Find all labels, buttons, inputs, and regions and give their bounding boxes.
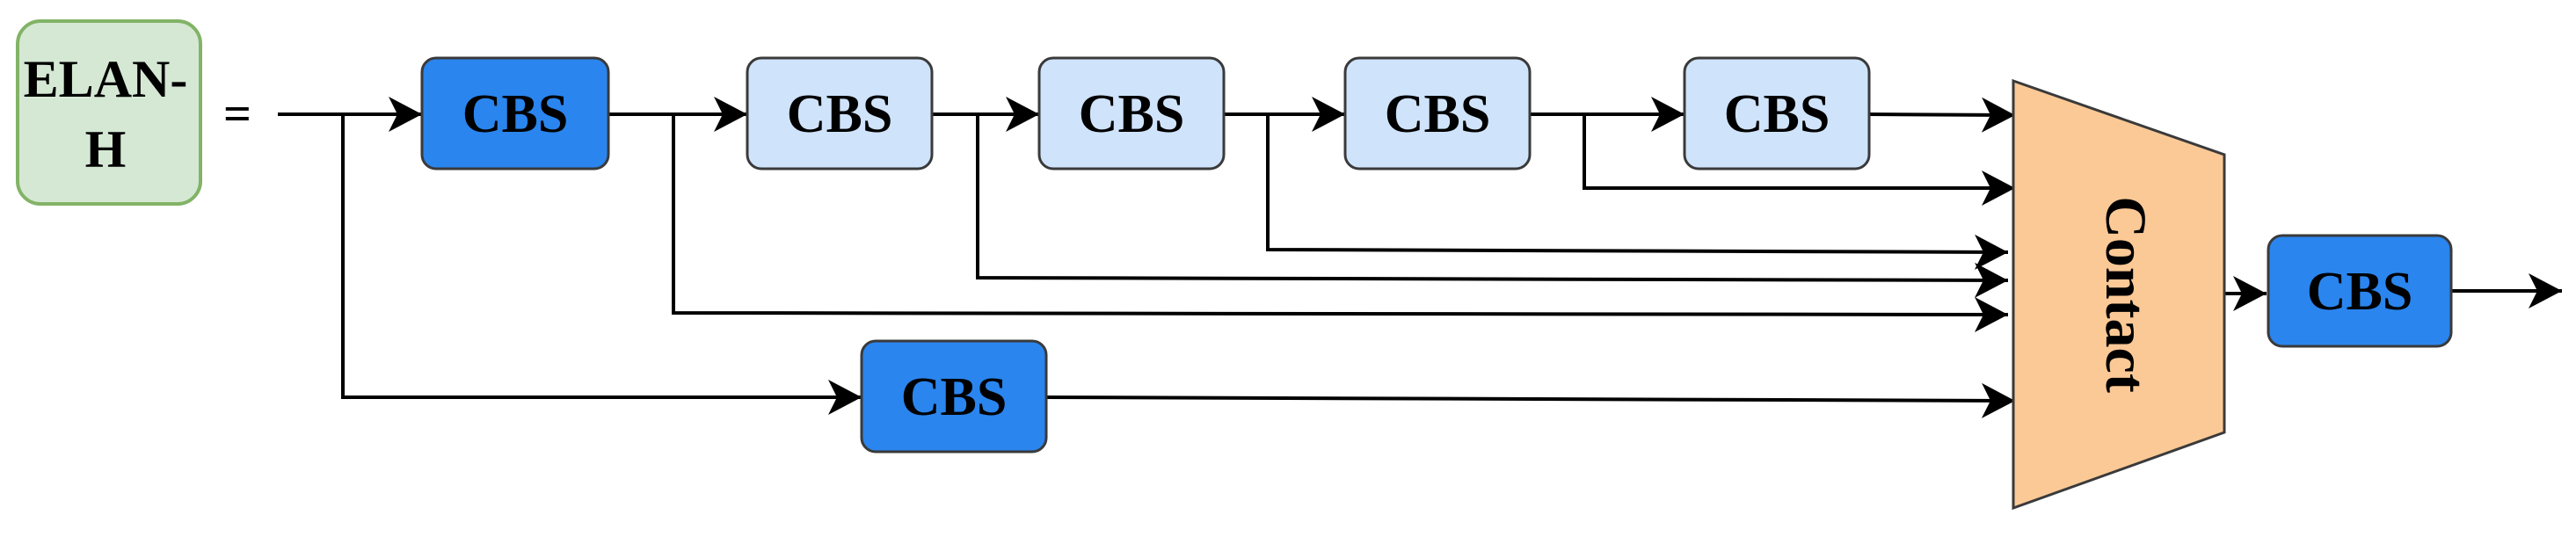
- cbs-block-5: CBS: [1683, 56, 1871, 171]
- arrow-branch-1-to-concat: [672, 114, 2009, 332]
- cbs-block-2: CBS: [746, 56, 934, 171]
- elan-h-label-line-2: H: [85, 120, 127, 178]
- cbs-block-output: CBS: [2267, 234, 2453, 348]
- cbs-block-1: CBS: [420, 56, 610, 171]
- arrow-branch-2-to-concat: [976, 114, 2009, 298]
- cbs-block-1-label: CBS: [462, 84, 569, 144]
- cbs-block-4: CBS: [1343, 56, 1532, 171]
- arrow-bottom-cbs-to-concat: [1045, 382, 2016, 418]
- cbs-block-3-label: CBS: [1079, 84, 1185, 144]
- arrow-branch-3-to-concat: [1266, 114, 2009, 270]
- concat-block: Contact: [2012, 78, 2226, 511]
- cbs-block-4-label: CBS: [1385, 84, 1491, 144]
- cbs-block-3: CBS: [1037, 56, 1226, 171]
- arrow-cbs-5-to-concat: [1868, 97, 2016, 133]
- equals-sign: =: [223, 87, 251, 142]
- arrow-input-to-bottom-cbs: [341, 114, 862, 415]
- arrow-branch-4-to-concat: [1583, 114, 2015, 206]
- elan-h-label-line-1: ELAN-: [24, 50, 188, 108]
- cbs-block-bottom-label: CBS: [901, 367, 1008, 427]
- cbs-block-2-label: CBS: [787, 84, 893, 144]
- cbs-block-5-label: CBS: [1724, 84, 1830, 144]
- concat-label: Contact: [2093, 196, 2158, 393]
- elan-h-label-box: ELAN- H: [16, 19, 202, 206]
- cbs-block-bottom: CBS: [860, 339, 1048, 454]
- cbs-block-output-label: CBS: [2307, 262, 2413, 322]
- connectors: [278, 97, 2562, 418]
